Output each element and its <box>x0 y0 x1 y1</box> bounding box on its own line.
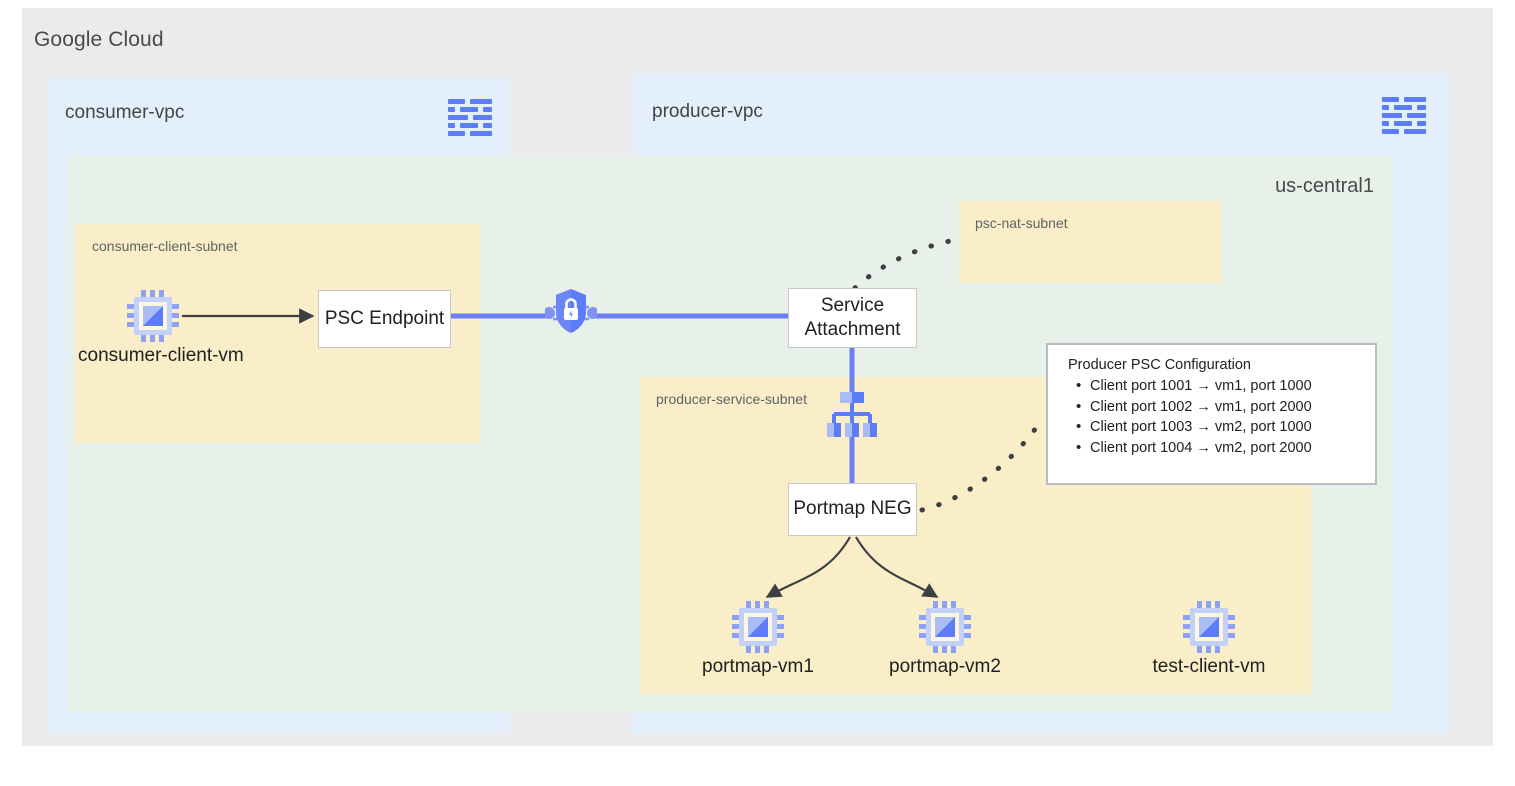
service-attachment-line2: Attachment <box>804 319 901 340</box>
vpc-consumer-title: consumer-vpc <box>65 102 185 123</box>
psc-configuration-callout: Producer PSC Configuration Client port 1… <box>1046 343 1377 485</box>
vm-chip-icon <box>732 601 784 653</box>
shield-lock-icon <box>545 289 597 333</box>
vpc-network-icon <box>1382 97 1426 134</box>
vm-label: test-client-vm <box>1152 656 1266 677</box>
psc-config-rule: Client port 1003 → vm2, port 1000 <box>1076 416 1361 438</box>
service-attachment-node[interactable]: Service Attachment <box>788 288 917 348</box>
psc-config-rule: Client port 1001 → vm1, port 1000 <box>1076 375 1361 397</box>
psc-config-title: Producer PSC Configuration <box>1068 357 1251 373</box>
service-attachment-label: Service Attachment <box>804 294 900 343</box>
vm-chip-icon <box>1183 601 1235 653</box>
platform-title: Google Cloud <box>34 28 164 51</box>
vm-consumer-client-vm[interactable]: consumer-client-vm <box>78 290 244 367</box>
vm-label: consumer-client-vm <box>78 345 244 366</box>
vm-portmap-vm1[interactable]: portmap-vm1 <box>683 601 833 678</box>
vm-label: portmap-vm1 <box>702 656 814 677</box>
vm-chip-icon <box>919 601 971 653</box>
portmap-neg-label: Portmap NEG <box>793 498 912 520</box>
psc-config-rule-list: Client port 1001 → vm1, port 1000 Client… <box>1068 375 1361 459</box>
subnet-psc-nat-label: psc-nat-subnet <box>975 215 1068 231</box>
service-attachment-line1: Service <box>820 294 885 316</box>
vpc-producer-title: producer-vpc <box>652 101 763 122</box>
vm-portmap-vm2[interactable]: portmap-vm2 <box>870 601 1020 678</box>
vm-test-client-vm[interactable]: test-client-vm <box>1134 601 1284 678</box>
vpc-network-icon <box>448 99 492 136</box>
subnet-psc-nat: psc-nat-subnet <box>959 201 1221 283</box>
psc-config-rule: Client port 1004 → vm2, port 2000 <box>1076 437 1361 459</box>
psc-endpoint-label: PSC Endpoint <box>324 307 445 329</box>
psc-config-rule: Client port 1002 → vm1, port 2000 <box>1076 396 1361 418</box>
psc-endpoint-node[interactable]: PSC Endpoint <box>318 290 451 348</box>
vm-chip-icon <box>127 290 179 342</box>
vm-label: portmap-vm2 <box>889 656 1001 677</box>
subnet-consumer-client-label: consumer-client-subnet <box>92 238 238 254</box>
portmap-neg-node[interactable]: Portmap NEG <box>788 483 917 536</box>
load-balancer-icon <box>827 392 877 437</box>
subnet-producer-service-label: producer-service-subnet <box>656 391 807 407</box>
region-label: us-central1 <box>1275 175 1374 197</box>
